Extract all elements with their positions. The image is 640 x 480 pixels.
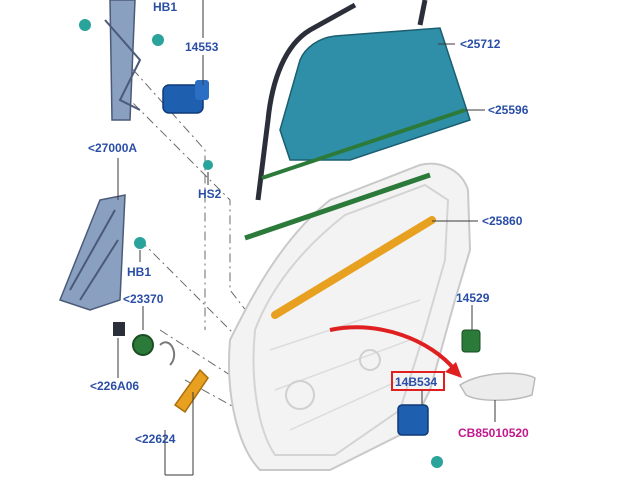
belt-weatherstrip-inner bbox=[244, 172, 431, 241]
clip-bolts bbox=[79, 19, 443, 468]
label-226a06: <226A06 bbox=[90, 379, 139, 393]
window-regulator-upper bbox=[104, 0, 142, 121]
glass-run-channel-rear bbox=[417, 0, 428, 26]
leader-lines bbox=[117, 0, 496, 476]
label-23370: <23370 bbox=[123, 292, 164, 306]
label-14553: 14553 bbox=[185, 40, 219, 54]
connector-14529 bbox=[461, 329, 481, 353]
door-inner-panel bbox=[228, 162, 472, 471]
label-22624: <22624 bbox=[135, 432, 176, 446]
highlight-box-14b534 bbox=[391, 371, 445, 391]
label-14b534: 14B534 bbox=[395, 375, 437, 389]
red-arrow-head-icon bbox=[445, 362, 462, 378]
label-27000a: <27000A bbox=[88, 141, 137, 155]
label-25596: <25596 bbox=[488, 103, 529, 117]
label-hs2: HS2 bbox=[198, 187, 222, 201]
window-regulator-lower bbox=[59, 194, 126, 311]
label-25712: <25712 bbox=[460, 37, 501, 51]
label-cb85010520: CB85010520 bbox=[458, 426, 529, 440]
label-25860: <25860 bbox=[482, 214, 523, 228]
label-hb1-top: HB1 bbox=[153, 0, 177, 14]
motor-14b534 bbox=[397, 404, 429, 436]
label-14529: 14529 bbox=[456, 291, 490, 305]
cover-cb85010520 bbox=[458, 372, 536, 401]
belt-weatherstrip-outer bbox=[261, 108, 466, 180]
window-motor-14553 bbox=[162, 80, 209, 114]
glass-run-channel bbox=[255, 2, 357, 201]
red-callout-arrow bbox=[329, 325, 457, 372]
window-crank-22624 bbox=[173, 368, 209, 414]
orange-trim-strip bbox=[271, 216, 436, 319]
door-glass bbox=[279, 27, 471, 161]
label-hb1-mid: HB1 bbox=[127, 265, 151, 279]
grommet-226a06 bbox=[113, 322, 125, 336]
spring-clip bbox=[159, 341, 176, 366]
washer-23370 bbox=[132, 334, 154, 356]
